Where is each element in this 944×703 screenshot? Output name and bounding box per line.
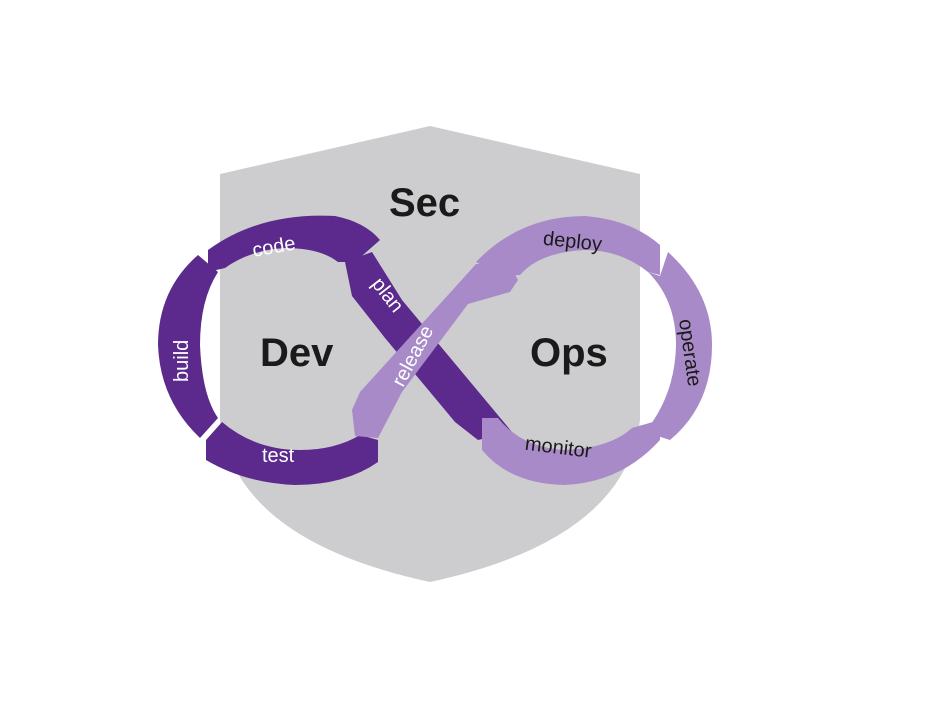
deploy-arrow: [476, 216, 660, 276]
release-arrow: [352, 262, 518, 438]
test-arrow: [206, 422, 378, 485]
sec-label: Sec: [389, 181, 460, 225]
test-label: test: [262, 445, 295, 467]
build-label: build: [171, 340, 193, 382]
monitor-arrow: [482, 418, 660, 485]
code-arrow: [208, 215, 380, 272]
ops-loop: [352, 216, 712, 485]
operate-arrow: [645, 252, 712, 440]
build-arrow: [158, 255, 218, 438]
dev-label: Dev: [260, 331, 334, 375]
ops-label: Ops: [530, 331, 608, 375]
